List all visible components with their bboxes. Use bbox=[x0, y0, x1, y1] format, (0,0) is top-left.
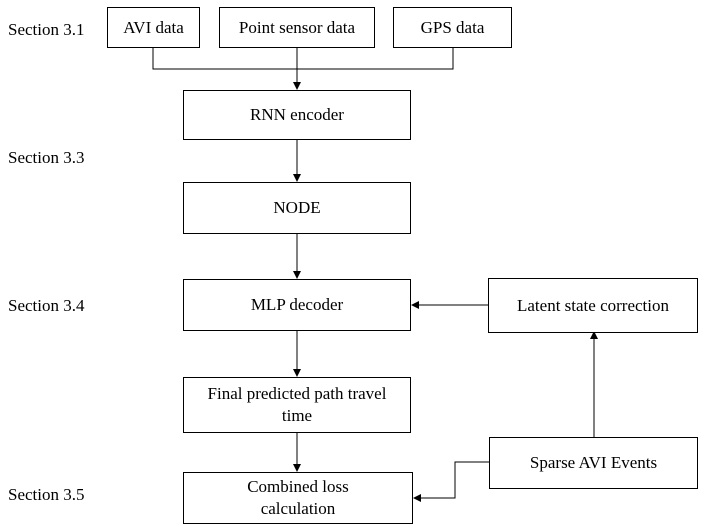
arrow-events-to-loss bbox=[413, 461, 489, 502]
combined-loss-calculation-box: Combined loss calculation bbox=[183, 472, 413, 524]
section-label-3-5: Section 3.5 bbox=[8, 485, 85, 504]
connector-avi-merge bbox=[152, 47, 297, 70]
section-label-3-3: Section 3.3 bbox=[8, 148, 85, 167]
connector-gps-merge bbox=[297, 47, 454, 70]
mlp-decoder-box: MLP decoder bbox=[183, 279, 411, 331]
final-predicted-travel-time-box: Final predicted path travel time bbox=[183, 377, 411, 433]
sparse-avi-events-box: Sparse AVI Events bbox=[489, 437, 698, 489]
section-label-3-4: Section 3.4 bbox=[8, 296, 85, 315]
point-sensor-data-box: Point sensor data bbox=[219, 7, 375, 48]
section-label-3-1: Section 3.1 bbox=[8, 20, 85, 39]
gps-data-box: GPS data bbox=[393, 7, 512, 48]
avi-data-box: AVI data bbox=[107, 7, 200, 48]
latent-state-correction-box: Latent state correction bbox=[488, 278, 698, 333]
node-box: NODE bbox=[183, 182, 411, 234]
rnn-encoder-box: RNN encoder bbox=[183, 90, 411, 140]
